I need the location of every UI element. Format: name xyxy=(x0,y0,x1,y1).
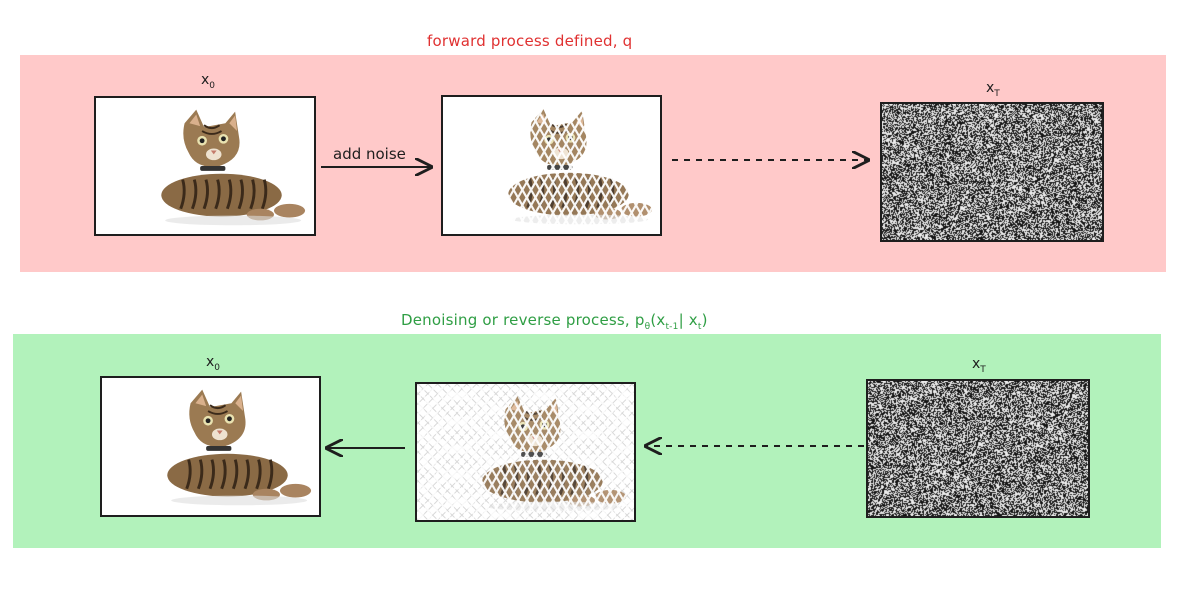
cat-image xyxy=(161,109,306,226)
noised-cat-image xyxy=(443,98,660,234)
reverse-partial-image xyxy=(415,382,636,522)
reverse-x0-label: x0 xyxy=(206,354,221,373)
noised-cat-image xyxy=(417,384,634,520)
add-noise-label: add noise xyxy=(333,145,406,163)
forward-clean-image xyxy=(94,96,316,236)
reverse-clean-image xyxy=(100,376,321,517)
cat-image xyxy=(167,389,312,506)
forward-noised-image xyxy=(441,95,662,236)
pure-noise-image xyxy=(882,104,1102,240)
pure-noise-image xyxy=(868,381,1088,516)
forward-title: forward process defined, q xyxy=(427,32,633,50)
forward-noise-image xyxy=(880,102,1104,242)
forward-xt-label: xT xyxy=(986,80,1000,99)
forward-x0-label: x0 xyxy=(201,72,216,91)
reverse-noise-image xyxy=(866,379,1090,518)
reverse-xt-label: xT xyxy=(972,356,986,375)
reverse-title: Denoising or reverse process, pθ(xt-1| x… xyxy=(401,311,708,332)
